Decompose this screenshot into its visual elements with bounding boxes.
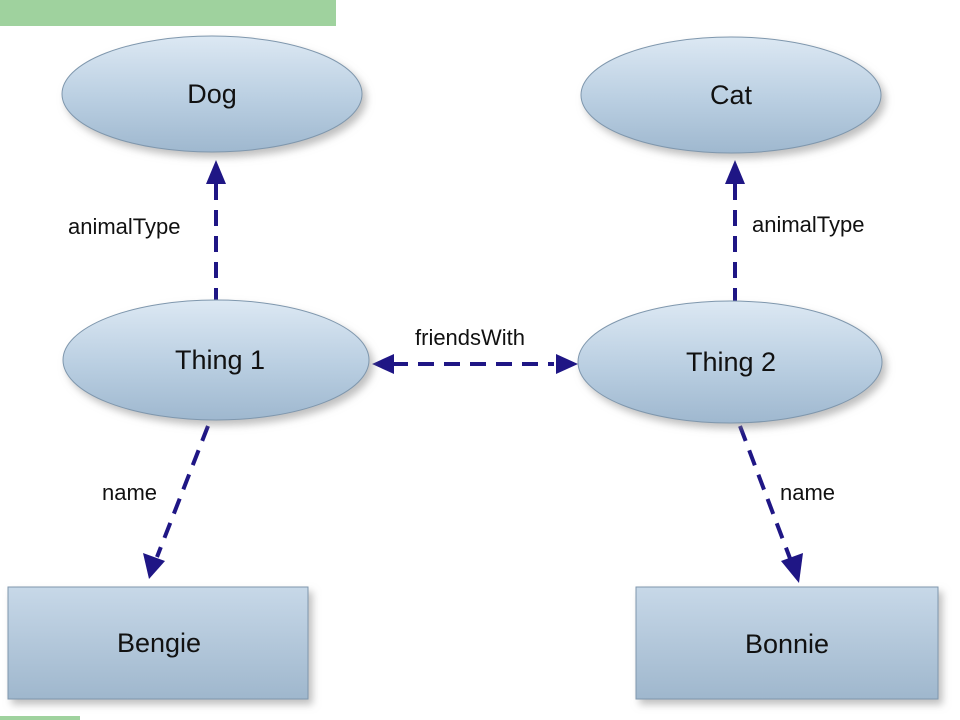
node-thing1 <box>62 299 370 421</box>
edge-label-thing2-name: name <box>780 480 835 505</box>
edge-label-thing1-name: name <box>102 480 157 505</box>
edge-label-friendswith: friendsWith <box>415 325 525 350</box>
node-bengie <box>7 586 309 700</box>
bottom-green-bar <box>0 716 80 720</box>
node-dog <box>61 35 363 153</box>
node-label-thing2: Thing 2 <box>686 347 776 377</box>
edge-friendswith <box>372 354 578 374</box>
edge-thing1-animaltype <box>206 160 226 304</box>
edge-thing1-name <box>143 425 210 579</box>
node-label-bengie: Bengie <box>117 628 201 658</box>
top-green-bar <box>0 0 336 26</box>
edge-thing2-name <box>738 425 803 583</box>
node-label-dog: Dog <box>187 79 237 109</box>
edge-label-thing2-animaltype: animalType <box>752 212 865 237</box>
edge-thing2-animaltype <box>725 160 745 304</box>
node-bonnie <box>635 586 939 700</box>
node-cat <box>580 36 882 154</box>
node-thing2 <box>577 300 883 424</box>
node-label-cat: Cat <box>710 80 753 110</box>
node-label-thing1: Thing 1 <box>175 345 265 375</box>
edge-label-thing1-animaltype: animalType <box>68 214 181 239</box>
node-label-bonnie: Bonnie <box>745 629 829 659</box>
